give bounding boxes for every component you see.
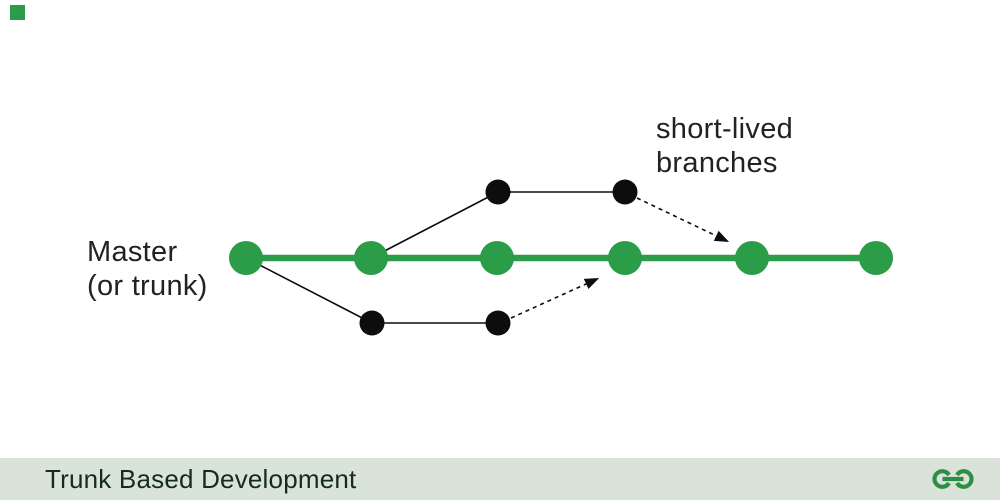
corner-accent-square [10, 5, 25, 20]
trunk-commit-dot [859, 241, 893, 275]
short-lived-branches-label: short-lived branches [656, 112, 793, 180]
lower-branch-merge-arrow [510, 278, 600, 319]
branch-commit-dot [485, 310, 511, 336]
trunk-commit-dot [354, 241, 388, 275]
footer-bar: Trunk Based Development [0, 458, 1000, 500]
trunk-commit-dot [735, 241, 769, 275]
footer-caption: Trunk Based Development [45, 463, 357, 494]
trunk-commit-dot [480, 241, 514, 275]
trunk-commit-dot [608, 241, 642, 275]
branch-commit-dot [485, 179, 511, 205]
short-lived-branches-label-line2: branches [656, 147, 778, 179]
master-branch-label: Master (or trunk) [87, 235, 208, 303]
trunk-commit-dot [229, 241, 263, 275]
geeksforgeeks-logo-icon [932, 469, 974, 489]
master-branch-label-line2: (or trunk) [87, 270, 208, 302]
lower-branch-out-line [245, 257, 373, 324]
short-lived-branches-label-line1: short-lived [656, 113, 794, 145]
upper-branch-out-line [370, 191, 499, 259]
upper-branch-merge-arrow [636, 197, 730, 243]
branch-commit-dot [612, 179, 638, 205]
master-branch-label-line1: Master [87, 236, 178, 268]
branch-commit-dot [359, 310, 385, 336]
